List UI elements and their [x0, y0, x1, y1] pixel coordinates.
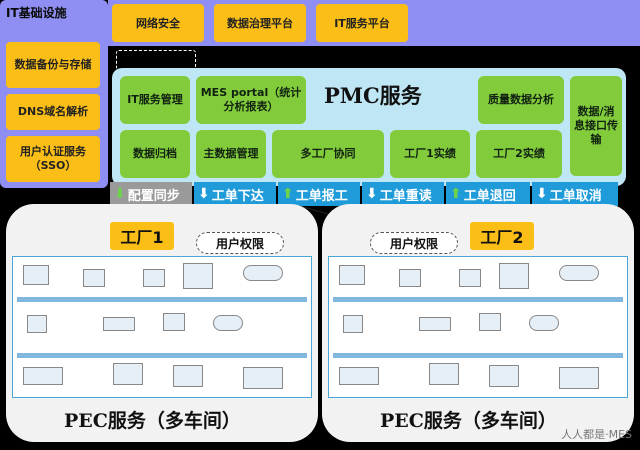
factory2-user-permission[interactable]: 用户权限 — [370, 232, 458, 254]
master-data-box[interactable]: 主数据管理 — [196, 130, 266, 178]
switch-icon — [419, 317, 451, 331]
interface-transfer-box[interactable]: 数据/消息接口传输 — [570, 76, 622, 176]
server-icon — [339, 265, 365, 285]
factory2-actual-box[interactable]: 工厂2实绩 — [476, 130, 562, 178]
action-order-cancel[interactable]: ⬇工单取消 — [532, 182, 618, 206]
plc-icon — [113, 363, 143, 385]
mes-portal-box[interactable]: MES portal（统计分析报表） — [196, 76, 306, 124]
switch-icon — [103, 317, 135, 331]
watermark: 人人都是·MES — [561, 428, 632, 441]
action-order-return[interactable]: ⬆工单退回 — [446, 182, 530, 206]
factory1-network-diagram — [12, 256, 312, 398]
monitor-icon — [243, 367, 283, 389]
arrow-up-icon: ⬆ — [282, 186, 294, 202]
action-order-report[interactable]: ⬆工单报工 — [278, 182, 360, 206]
printer-icon — [163, 313, 185, 331]
factory1-actual-box[interactable]: 工厂1实绩 — [390, 130, 470, 178]
action-config-sync[interactable]: ⬇配置同步 — [110, 182, 192, 206]
dns-button[interactable]: DNS域名解析 — [6, 94, 100, 130]
arrow-down-icon: ⬇ — [114, 186, 126, 202]
factory1-user-permission[interactable]: 用户权限 — [196, 232, 284, 254]
terminal-icon — [173, 365, 203, 387]
network-security-button[interactable]: 网络安全 — [112, 4, 204, 42]
network-backbone — [333, 353, 623, 358]
cloud-icon — [529, 315, 559, 331]
factory2-network-diagram — [328, 256, 628, 398]
data-governance-button[interactable]: 数据治理平台 — [214, 4, 306, 42]
workstation-icon — [143, 269, 165, 287]
workstation-icon — [83, 269, 105, 287]
workstation-icon — [399, 269, 421, 287]
data-backup-button[interactable]: 数据备份与存储 — [6, 42, 100, 88]
monitor-icon — [559, 367, 599, 389]
plc-icon — [339, 367, 379, 385]
cloud-icon — [243, 265, 283, 281]
multi-factory-box[interactable]: 多工厂协同 — [272, 130, 384, 178]
sso-button[interactable]: 用户认证服务（SSO） — [6, 136, 100, 182]
pmc-title: PMC服务 — [324, 83, 422, 108]
plc-icon — [429, 363, 459, 385]
factory2-label: 工厂2 — [470, 222, 534, 250]
server-icon — [23, 265, 49, 285]
it-service-mgmt-box[interactable]: IT服务管理 — [120, 76, 190, 124]
terminal-icon — [489, 365, 519, 387]
action-order-reread[interactable]: ⬇工单重读 — [362, 182, 444, 206]
server-rack-icon — [183, 263, 213, 289]
quality-analysis-box[interactable]: 质量数据分析 — [478, 76, 564, 124]
it-service-platform-button[interactable]: IT服务平台 — [316, 4, 408, 42]
factory1-label: 工厂1 — [110, 222, 174, 250]
arrow-down-icon: ⬇ — [536, 186, 548, 202]
arrow-down-icon: ⬇ — [198, 186, 210, 202]
data-archive-box[interactable]: 数据归档 — [120, 130, 190, 178]
workstation-icon — [459, 269, 481, 287]
action-order-issue[interactable]: ⬇工单下达 — [194, 182, 276, 206]
printer-icon — [479, 313, 501, 331]
plc-icon — [23, 367, 63, 385]
factory1-pec-title: PEC服务（多车间） — [64, 410, 241, 432]
arrow-down-icon: ⬇ — [366, 186, 378, 202]
device-icon — [343, 315, 363, 333]
cloud-icon — [213, 315, 243, 331]
it-infra-title: IT基础设施 — [6, 6, 67, 20]
device-icon — [27, 315, 47, 333]
network-backbone — [17, 297, 307, 302]
factory2-pec-title: PEC服务（多车间） — [380, 410, 557, 432]
arrow-up-icon: ⬆ — [450, 186, 462, 202]
cloud-icon — [559, 265, 599, 281]
network-backbone — [333, 297, 623, 302]
server-rack-icon — [499, 263, 529, 289]
network-backbone — [17, 353, 307, 358]
